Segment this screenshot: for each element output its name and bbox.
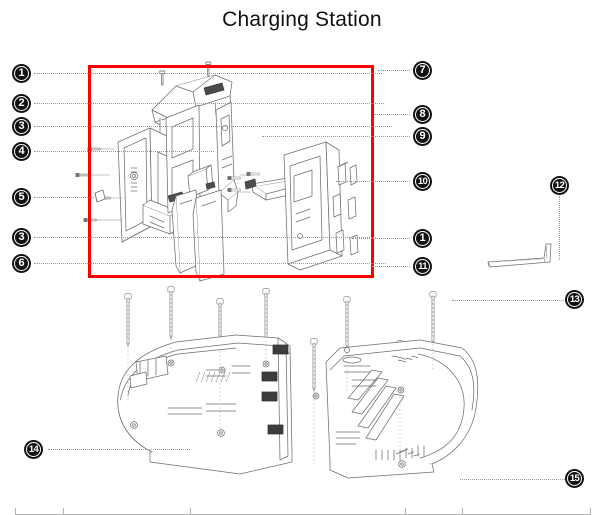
callout-label: 8: [419, 108, 426, 120]
callout-marker-2[interactable]: 2: [12, 94, 31, 113]
callout-marker-4[interactable]: 4: [12, 142, 31, 161]
leader-line-right-11: [372, 266, 410, 267]
leader-line-left-3: [34, 126, 392, 127]
leader-line-left-4: [34, 151, 214, 152]
leader-line-right-1: [352, 238, 410, 239]
callout-label: 2: [18, 97, 25, 109]
callout-label: 1: [419, 232, 426, 244]
ruler-tick: [63, 508, 64, 515]
page-title: Charging Station: [222, 8, 382, 31]
leader-line-hexkey-12: [559, 196, 560, 260]
callout-marker-3-lower[interactable]: 3: [12, 228, 31, 247]
callout-marker-14[interactable]: 14: [24, 440, 43, 459]
measurement-scale: [15, 508, 591, 515]
callout-marker-3[interactable]: 3: [12, 117, 31, 136]
callout-label: 9: [419, 130, 426, 142]
leader-line-right-10: [336, 181, 410, 182]
callout-marker-15[interactable]: 15: [565, 469, 584, 488]
callout-label: 6: [18, 257, 25, 269]
callout-label: 13: [569, 293, 580, 305]
callout-marker-6[interactable]: 6: [12, 254, 31, 273]
leader-line-left-3b: [34, 237, 374, 238]
ruler-tick: [190, 508, 191, 515]
ruler-tick: [405, 508, 406, 515]
leader-line-screw-13: [452, 300, 564, 301]
callout-label: 7: [419, 64, 426, 76]
callout-label: 15: [569, 472, 580, 484]
callout-marker-7[interactable]: 7: [413, 61, 432, 80]
callout-label: 11: [418, 260, 427, 272]
leader-line-left-6: [34, 263, 386, 264]
red-selection-box: [88, 65, 374, 278]
callout-marker-1[interactable]: 1: [12, 64, 31, 83]
callout-marker-12[interactable]: 12: [550, 176, 569, 195]
leader-line-left-2: [34, 103, 384, 104]
leader-line-left-1: [34, 73, 382, 74]
callout-marker-11[interactable]: 11: [413, 257, 432, 276]
callout-label: 3: [18, 231, 25, 243]
callout-marker-8[interactable]: 8: [413, 105, 432, 124]
callout-marker-5[interactable]: 5: [12, 188, 31, 207]
callout-marker-9[interactable]: 9: [413, 127, 432, 146]
callout-label: 5: [18, 191, 25, 203]
leader-line-right-8: [374, 114, 410, 115]
callout-label: 1: [18, 67, 25, 79]
leader-line-right-9: [262, 136, 410, 137]
leader-line-base-14: [48, 449, 190, 450]
callout-marker-1-right[interactable]: 1: [413, 229, 432, 248]
callout-label: 10: [417, 175, 428, 187]
callout-label: 3: [18, 120, 25, 132]
leader-line-right-7: [378, 70, 410, 71]
leader-line-left-5: [34, 197, 94, 198]
callout-label: 14: [28, 443, 39, 455]
ruler-tick: [15, 508, 16, 515]
ruler-tick: [590, 508, 591, 515]
callout-marker-13[interactable]: 13: [565, 290, 584, 309]
callout-marker-10[interactable]: 10: [413, 172, 432, 191]
callout-label: 12: [554, 179, 565, 191]
leader-line-cover-15: [460, 479, 565, 480]
callout-label: 4: [18, 145, 25, 157]
ruler-tick: [462, 508, 463, 515]
